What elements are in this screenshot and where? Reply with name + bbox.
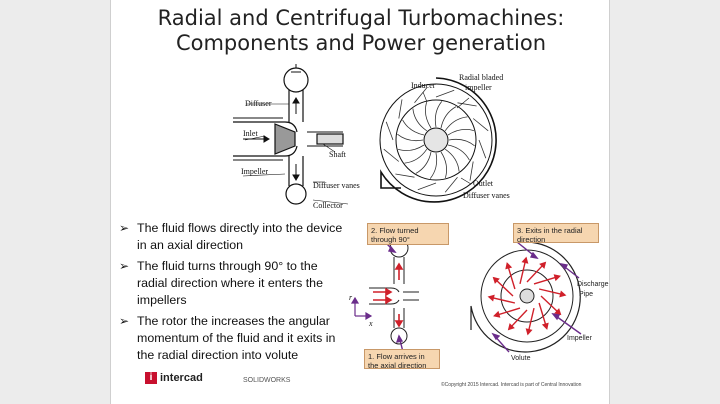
impeller-blade bbox=[444, 148, 460, 172]
label-discharge: Discharge bbox=[577, 281, 609, 288]
intercad-logo: i intercad bbox=[145, 372, 203, 384]
bullet-arrow-icon: ➢ bbox=[119, 314, 130, 328]
intercad-logo-text: intercad bbox=[160, 372, 203, 384]
impeller-blade bbox=[440, 106, 457, 129]
impeller-blade bbox=[434, 101, 443, 128]
label-collector: Collector bbox=[313, 201, 343, 210]
impeller-blade bbox=[397, 144, 425, 151]
label-impeller-left: Impeller bbox=[241, 167, 268, 176]
label-radial-bladed: Radial bladed bbox=[459, 73, 503, 82]
bullet-arrow-icon: ➢ bbox=[119, 221, 130, 235]
copyright-text: ©Copyright 2015 Intercad. Intercad is pa… bbox=[441, 382, 582, 388]
solidworks-logo: SOLIDWORKS bbox=[243, 377, 291, 384]
callout-flow-turned: 2. Flow turned through 90° bbox=[367, 223, 449, 245]
impeller-blade bbox=[412, 108, 428, 132]
diffuser-vane bbox=[478, 139, 487, 159]
impeller-blade bbox=[448, 138, 475, 147]
right-margin-band bbox=[610, 0, 720, 404]
bullet-text: The rotor the increases the angular mome… bbox=[137, 314, 336, 362]
diffuser-vane bbox=[469, 161, 474, 181]
impeller-blade bbox=[444, 116, 468, 132]
bullet-text: The fluid turns through 90° to the radia… bbox=[137, 259, 323, 307]
diffuser-vane bbox=[435, 89, 455, 98]
impeller-blade bbox=[447, 129, 475, 136]
radial-impeller-diagram: Inducer Radial bladed impeller Outlet Di… bbox=[379, 73, 510, 203]
bullet-text: The fluid flows directly into the device… bbox=[137, 221, 343, 252]
diffuser-vane bbox=[395, 173, 415, 178]
diffuser-vane bbox=[383, 148, 400, 162]
callout-flow-arrives: 1. Flow arrives in the axial direction bbox=[364, 349, 440, 370]
compressor-cross-section-diagram: Diffuser Inlet Shaft Impeller Diffuser v… bbox=[233, 64, 360, 210]
axis-x-label: x bbox=[368, 319, 373, 328]
swirl-arrowhead bbox=[525, 328, 533, 336]
bullet-list: ➢ The fluid flows directly into the devi… bbox=[119, 220, 344, 368]
bullet-item: ➢ The fluid flows directly into the devi… bbox=[119, 220, 344, 254]
label-diffuser-vanes-left: Diffuser vanes bbox=[313, 181, 360, 190]
intercad-logo-icon: i bbox=[145, 372, 157, 384]
swirl-arrowhead bbox=[505, 262, 513, 270]
swirl-arrowhead bbox=[539, 261, 547, 269]
swirl-arrowhead bbox=[554, 308, 562, 316]
impeller-blade bbox=[402, 119, 425, 136]
title-line-1: Radial and Centrifugal Turbomachines: bbox=[157, 6, 565, 30]
swirl-arrowhead bbox=[553, 274, 561, 282]
slide: Radial and Centrifugal Turbomachines: Co… bbox=[110, 0, 610, 404]
impeller-blade bbox=[440, 151, 447, 179]
label-shaft: Shaft bbox=[329, 150, 347, 159]
impeller-blade bbox=[404, 148, 428, 164]
label-outlet: Outlet bbox=[473, 179, 494, 188]
diffuser-vane bbox=[414, 87, 428, 104]
slide-title: Radial and Centrifugal Turbomachines: Co… bbox=[111, 6, 611, 56]
impeller-blade bbox=[429, 152, 438, 179]
diffuser-vane bbox=[457, 102, 477, 107]
diffuser-vane bbox=[417, 182, 437, 191]
swirl-arrowhead bbox=[541, 322, 549, 330]
swirl-arrowhead bbox=[487, 294, 495, 302]
label-diffuser: Diffuser bbox=[245, 99, 272, 108]
swirl-arrowhead bbox=[492, 276, 500, 284]
swirl-arrowhead bbox=[493, 310, 501, 318]
bullet-item: ➢ The fluid turns through 90° to the rad… bbox=[119, 258, 344, 309]
label-impeller-bottom: Impeller bbox=[567, 335, 593, 342]
callout-exits-radial: 3. Exits in the radial direction bbox=[513, 223, 599, 244]
label-impeller-right: impeller bbox=[465, 83, 492, 92]
label-inlet: Inlet bbox=[243, 129, 258, 138]
flow-path-diagram: r x Discharge Pipe Impeller Volute bbox=[349, 238, 609, 362]
diffuser-vane bbox=[398, 99, 403, 119]
title-line-2: Components and Power generation bbox=[175, 31, 547, 55]
diffuser-vane bbox=[444, 176, 458, 193]
impeller-blade bbox=[415, 151, 432, 174]
impeller-blade bbox=[397, 133, 424, 142]
diffuser-vane bbox=[385, 121, 394, 141]
diffuser-vane bbox=[472, 118, 489, 132]
label-inducer: Inducer bbox=[411, 81, 436, 90]
swirl-arrowhead bbox=[559, 290, 567, 298]
swirl-arrowhead bbox=[507, 323, 515, 331]
swirl-arrowhead bbox=[521, 256, 529, 264]
label-volute: Volute bbox=[511, 355, 531, 362]
left-margin-band bbox=[0, 0, 110, 404]
label-diffuser-vanes-right: Diffuser vanes bbox=[463, 191, 510, 200]
axis-r-label: r bbox=[349, 293, 353, 302]
impeller-blade bbox=[447, 144, 470, 161]
bullet-item: ➢ The rotor the increases the angular mo… bbox=[119, 313, 344, 364]
label-pipe: Pipe bbox=[579, 291, 593, 298]
bullet-arrow-icon: ➢ bbox=[119, 259, 130, 273]
impeller-blade bbox=[425, 101, 432, 129]
